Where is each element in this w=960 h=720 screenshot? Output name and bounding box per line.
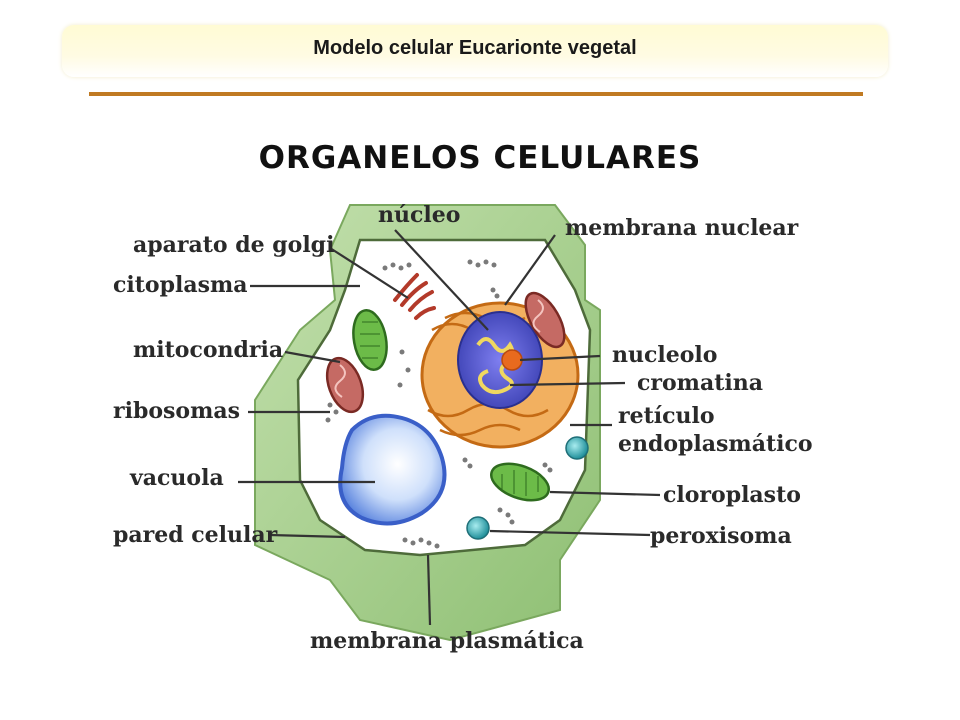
label-membrana-nuclear: membrana nuclear <box>565 215 799 241</box>
label-membrana-plasmatica: membrana plasmática <box>310 628 584 654</box>
label-pared-celular: pared celular <box>113 522 278 548</box>
label-cromatina: cromatina <box>637 370 763 396</box>
ribosomes <box>325 259 553 549</box>
chloroplast-2 <box>490 462 550 502</box>
golgi-apparatus <box>393 273 436 320</box>
label-mitocondria: mitocondria <box>133 337 283 363</box>
leader-lines <box>238 229 661 626</box>
label-peroxisoma: peroxisoma <box>650 523 792 549</box>
peroxisome-2 <box>466 516 490 540</box>
label-reticulo: retículo <box>618 403 715 429</box>
label-citoplasma: citoplasma <box>113 272 248 298</box>
label-cloroplasto: cloroplasto <box>663 482 801 508</box>
section-heading: ORGANELOS CELULARES <box>258 140 702 176</box>
chromatin <box>476 337 515 395</box>
chloroplast-1 <box>352 309 388 371</box>
page-title: Modelo celular Eucarionte vegetal <box>313 37 637 59</box>
title-banner: Modelo celular Eucarionte vegetal <box>62 25 888 77</box>
mitochondrion-2 <box>524 291 566 349</box>
peroxisome-1 <box>565 436 589 460</box>
label-ribosomas: ribosomas <box>113 398 240 424</box>
label-nucleo: núcleo <box>378 202 460 228</box>
label-endoplasmatico: endoplasmático <box>618 431 813 457</box>
label-vacuola: vacuola <box>129 465 224 491</box>
vacuole <box>338 413 447 526</box>
label-nucleolo: nucleolo <box>612 342 717 368</box>
nucleolus <box>501 349 523 371</box>
label-aparato-de-golgi: aparato de golgi <box>133 232 334 258</box>
mitochondrion-1 <box>325 356 365 414</box>
title-underline <box>89 92 863 96</box>
